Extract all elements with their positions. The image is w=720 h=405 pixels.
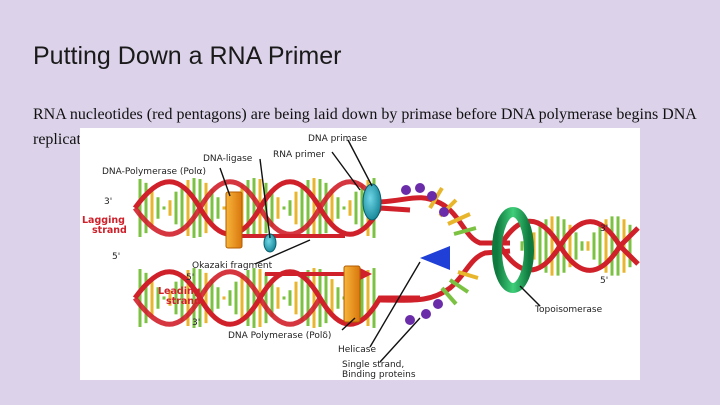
end-label-lagging-5: 5' [112,252,120,262]
label-helicase: Helicase [338,345,376,355]
leading-strand-backbone-b [132,269,323,327]
label-dna-ligase: DNA-ligase [203,154,253,164]
dna-replication-diagram: DNA primase RNA primer DNA-ligase DNA-Po… [80,128,640,380]
end-label-right-3: 3' [600,224,608,234]
end-label-right-5: 5' [600,276,608,286]
lagging-template-to-fork [379,195,510,246]
label-leading-strand: Leading strand [158,286,204,307]
single-strand-binding-proteins [401,183,449,325]
dna-polymerase-delta [343,265,361,323]
label-single-strand-binding-proteins: Single strand, Binding proteins [342,360,416,380]
end-label-leading-3: 3' [192,318,200,328]
lagging-strand-backbone-b [132,179,383,237]
label-dna-polymerase-delta: DNA Polymerase (Polδ) [228,331,331,341]
label-okazaki-fragment: Okazaki fragment [192,261,273,271]
dna-primase [362,183,382,221]
helicase [420,246,450,270]
end-label-lagging-3: 3' [104,197,112,207]
label-dna-primase: DNA primase [308,134,368,144]
label-lagging-strand: Lagging strand [82,215,128,236]
topoisomerase [492,207,534,293]
label-dna-polymerase-alpha: DNA-Polymerase (Polα) [102,167,206,177]
leading-template-to-fork [379,248,511,303]
end-label-leading-5: 5' [186,273,194,283]
replication-fork-figure: DNA primase RNA primer DNA-ligase DNA-Po… [82,134,640,380]
leading-strand-base-pairs [138,268,376,328]
dna-polymerase-alpha [225,191,243,249]
label-rna-primer: RNA primer [273,150,325,160]
leading-arrowhead [360,268,372,280]
parental-helix-backbone-b [497,219,640,273]
slide-title: Putting Down a RNA Primer [33,42,342,70]
label-pointer-lines [219,139,541,363]
label-topoisomerase: Topoisomerase [534,305,603,315]
